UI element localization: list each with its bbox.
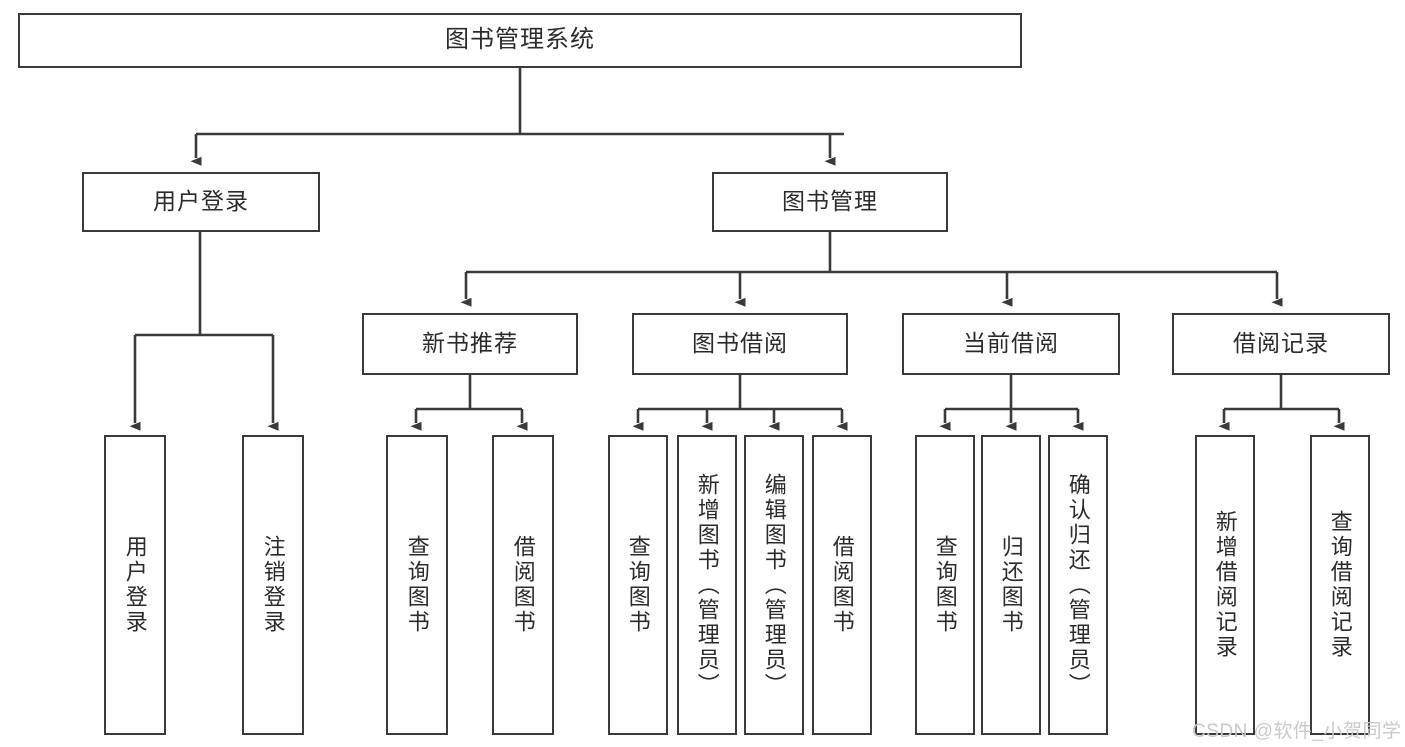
node-leaf-add-borrow-record[interactable]: 新增借阅记录: [1195, 435, 1255, 735]
node-leaf-query-borrow-record[interactable]: 查询借阅记录: [1310, 435, 1370, 735]
node-leaf-borrow-book-recommend[interactable]: 借阅图书: [492, 435, 554, 735]
node-new-book-recommend[interactable]: 新书推荐: [362, 313, 578, 375]
node-leaf-add-book-admin[interactable]: 新增图书（管理员）: [677, 435, 737, 735]
node-label: 用户登录: [153, 188, 249, 215]
csdn-watermark: CSDN @软件_小贺同学: [1192, 721, 1402, 742]
node-label: 归还图书: [998, 535, 1024, 635]
node-current-borrow[interactable]: 当前借阅: [902, 313, 1120, 375]
node-leaf-query-book[interactable]: 查询图书: [608, 435, 668, 735]
node-leaf-borrow-book[interactable]: 借阅图书: [812, 435, 872, 735]
node-leaf-confirm-return-admin[interactable]: 确认归还（管理员）: [1048, 435, 1108, 735]
node-user-login[interactable]: 用户登录: [82, 172, 320, 232]
node-label: 查询借阅记录: [1327, 510, 1353, 660]
node-label: 新增图书（管理员）: [694, 472, 720, 698]
node-label: 编辑图书（管理员）: [761, 472, 787, 698]
node-label: 新增借阅记录: [1212, 510, 1238, 660]
node-label: 借阅记录: [1233, 330, 1329, 357]
node-borrow-records[interactable]: 借阅记录: [1172, 313, 1390, 375]
node-label: 当前借阅: [963, 330, 1059, 357]
node-label: 新书推荐: [422, 330, 518, 357]
node-leaf-return-book[interactable]: 归还图书: [981, 435, 1041, 735]
node-book-management[interactable]: 图书管理: [712, 172, 948, 232]
node-label: 图书管理: [782, 188, 878, 215]
node-leaf-query-book-current[interactable]: 查询图书: [915, 435, 975, 735]
node-label: 查询图书: [932, 535, 958, 635]
node-label: 查询图书: [625, 535, 651, 635]
node-label: 注销登录: [260, 535, 286, 635]
node-leaf-edit-book-admin[interactable]: 编辑图书（管理员）: [744, 435, 804, 735]
node-label: 借阅图书: [829, 535, 855, 635]
node-leaf-logout[interactable]: 注销登录: [242, 435, 304, 735]
node-leaf-user-login[interactable]: 用户登录: [104, 435, 166, 735]
node-book-borrow[interactable]: 图书借阅: [632, 313, 848, 375]
node-root-system[interactable]: 图书管理系统: [18, 13, 1022, 68]
node-label: 借阅图书: [510, 535, 536, 635]
node-label: 确认归还（管理员）: [1065, 472, 1091, 698]
node-label: 图书管理系统: [445, 26, 595, 54]
node-leaf-query-book-recommend[interactable]: 查询图书: [386, 435, 448, 735]
node-label: 查询图书: [404, 535, 430, 635]
node-label: 图书借阅: [692, 330, 788, 357]
node-label: 用户登录: [122, 535, 148, 635]
